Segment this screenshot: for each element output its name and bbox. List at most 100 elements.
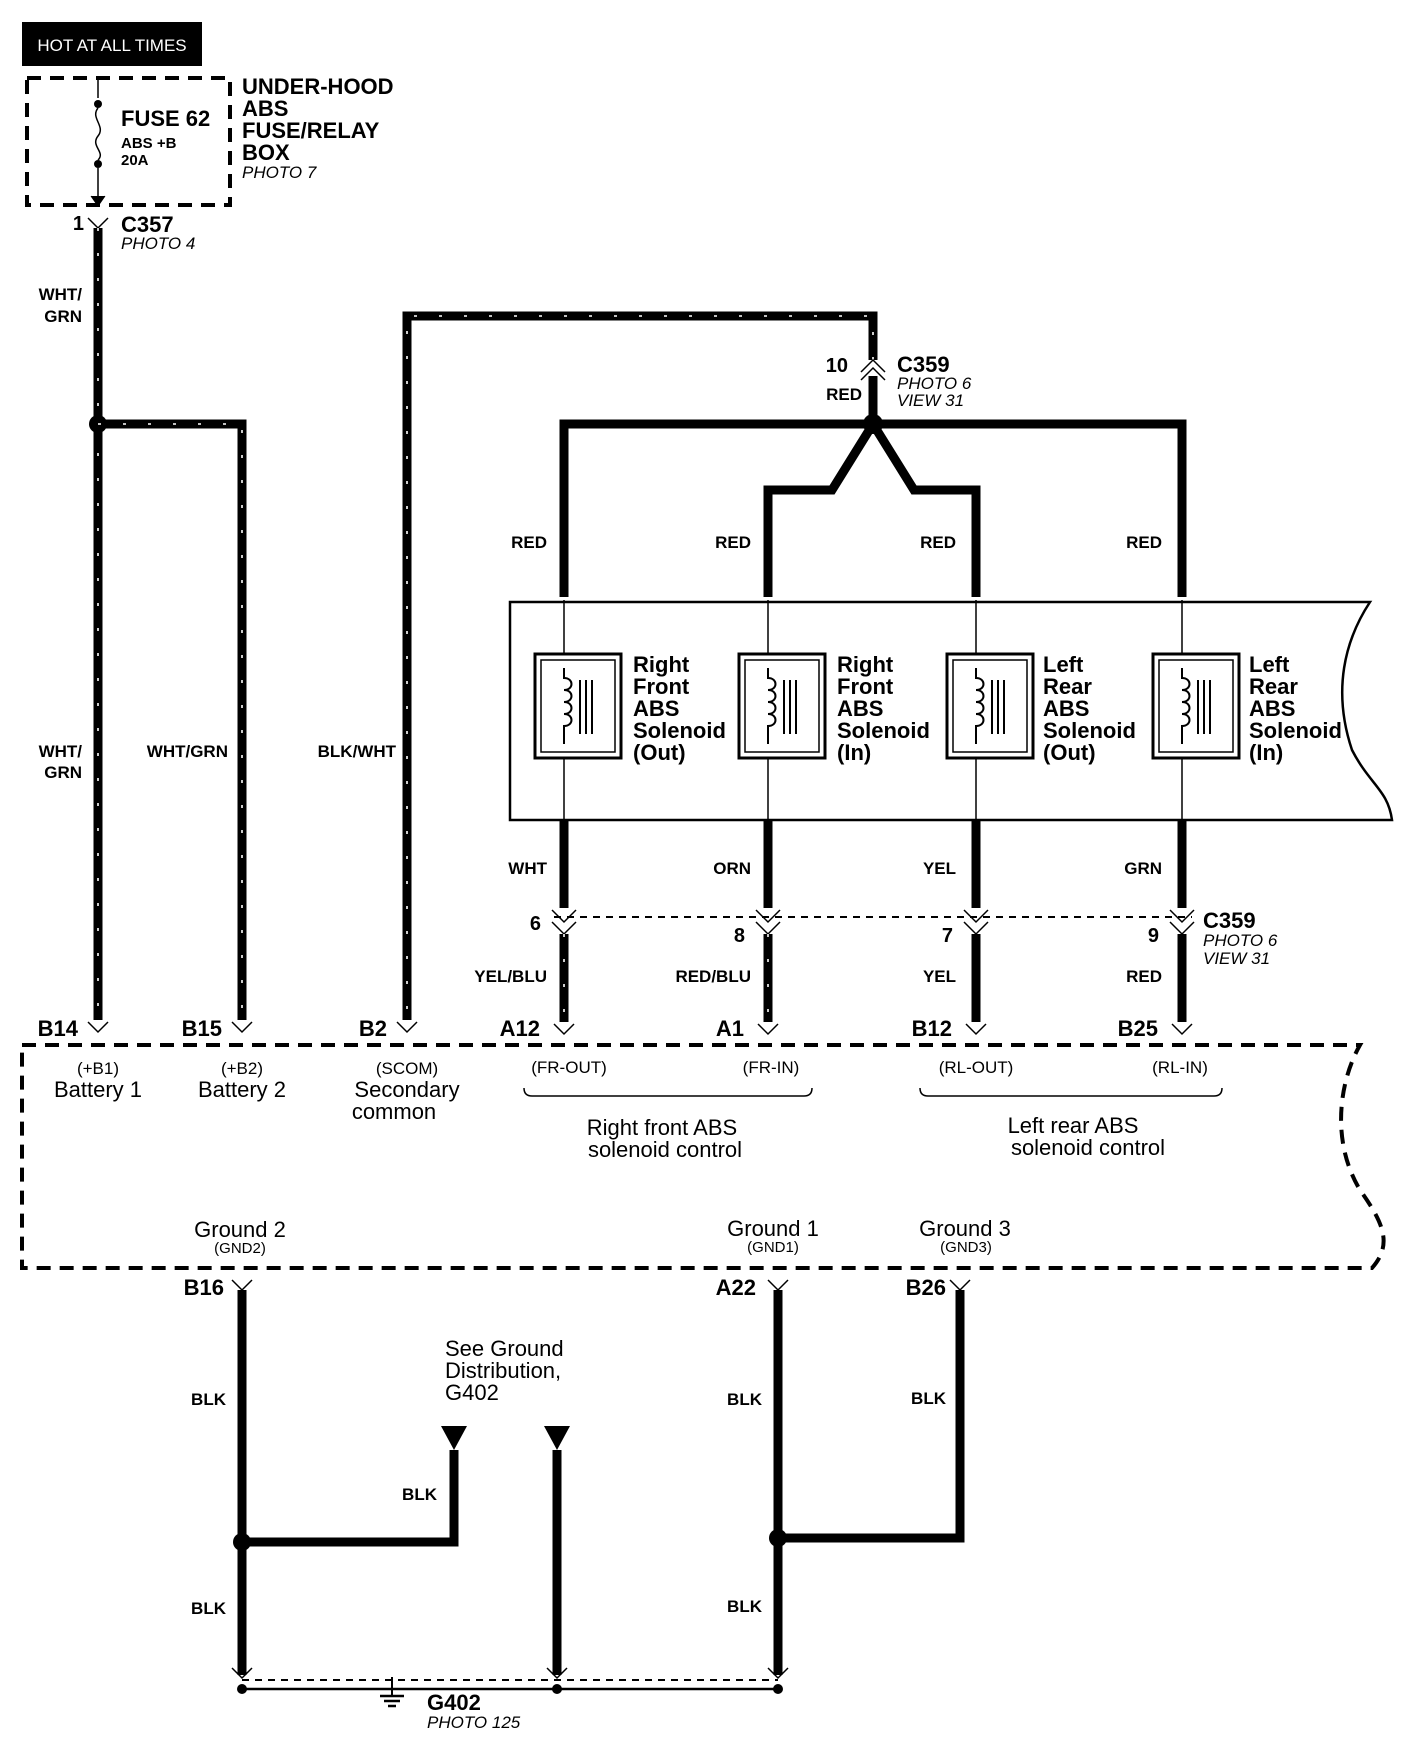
wire-label-yel: YEL — [923, 859, 956, 878]
wire-label-red-blu: RED/BLU — [675, 967, 751, 986]
wire-label-wht-grn-left-2: GRN — [44, 763, 82, 782]
solenoid-3-line-2: Rear — [1043, 674, 1092, 699]
solenoid-2-line-4: Solenoid — [837, 718, 930, 743]
red-distribution-wires — [559, 419, 1187, 597]
ground-1-code: (GND1) — [747, 1239, 799, 1256]
c359-top-photo: PHOTO 6 — [897, 374, 972, 393]
ground-2-code: (GND2) — [214, 1240, 266, 1257]
ecu-pin-a12: A12 — [500, 1016, 540, 1041]
solenoid-3-line-1: Left — [1043, 652, 1084, 677]
wire-label-yel-blu: YEL/BLU — [474, 967, 547, 986]
ground-3-code: (GND3) — [940, 1239, 992, 1256]
group-left-rear-line-1: Left rear ABS — [1008, 1113, 1139, 1138]
harness-wires-to-ecu — [559, 934, 1187, 1022]
solenoid-2-line-3: ABS — [837, 696, 883, 721]
wire-label-red-harness: RED — [1126, 967, 1162, 986]
c359-pin-8: 8 — [734, 925, 745, 947]
solenoid-3-line-4: Solenoid — [1043, 718, 1136, 743]
abs-control-unit-box — [20, 1043, 1386, 1270]
wire-label-blk-wht: BLK/WHT — [318, 742, 397, 761]
ground-arrow-icon — [441, 1426, 467, 1450]
solenoid-coil-icon — [1151, 652, 1241, 760]
ecu-code-rl-in: (RL-IN) — [1152, 1058, 1208, 1077]
ecu-name-battery-1: Battery 1 — [54, 1077, 142, 1102]
ground-wires — [237, 1290, 965, 1675]
ground-symbol-icon — [380, 1677, 404, 1708]
ecu-ground-pin-icons — [231, 1279, 971, 1292]
c359-mid-photo: PHOTO 6 — [1203, 931, 1278, 950]
solenoid-2-line-1: Right — [837, 652, 894, 677]
solenoid-label-4: Left Rear ABS Solenoid (In) — [1249, 652, 1342, 765]
fuse-box-title-line-3: FUSE/RELAY — [242, 118, 380, 143]
wire-label-red-4: RED — [1126, 533, 1162, 552]
ecu-top-pin-icons — [87, 1021, 1193, 1036]
solenoid-4-line-2: Rear — [1249, 674, 1298, 699]
c359-top-connector-icon — [860, 358, 886, 373]
solenoid-label-1: Right Front ABS Solenoid (Out) — [633, 652, 726, 765]
fuse-box-title-line-4: BOX — [242, 140, 290, 165]
wire-label-blk-4: BLK — [727, 1390, 763, 1409]
c359-mid-connector-icon — [551, 909, 1195, 936]
ground-3-name: Ground 3 — [919, 1216, 1011, 1241]
fuse-circuit: ABS +B — [121, 135, 177, 152]
solenoid-coil-icon — [533, 652, 623, 760]
ecu-pin-b25: B25 — [1118, 1016, 1158, 1041]
wire-label-wht-grn-top-2: GRN — [44, 307, 82, 326]
wire-label-blk-6: BLK — [911, 1389, 947, 1408]
ground-note-line-2: Distribution, — [445, 1358, 561, 1383]
group-right-front-line-2: solenoid control — [588, 1137, 742, 1162]
solenoid-output-wires — [559, 820, 1187, 908]
ecu-pin-b12: B12 — [912, 1016, 952, 1041]
ground-note-line-1: See Ground — [445, 1336, 564, 1361]
ecu-name-secondary: Secondary — [354, 1077, 459, 1102]
ground-1-name: Ground 1 — [727, 1216, 819, 1241]
ground-arrow-icon — [544, 1426, 570, 1450]
wire-label-grn: GRN — [1124, 859, 1162, 878]
solenoid-1-line-3: ABS — [633, 696, 679, 721]
ecu-pin-b14: B14 — [38, 1016, 79, 1041]
c359-top-pin: 10 — [826, 355, 848, 377]
ecu-code-scom: (SCOM) — [376, 1059, 438, 1078]
solenoid-4-line-4: Solenoid — [1249, 718, 1342, 743]
under-hood-fuse-relay-box — [25, 76, 232, 207]
hot-at-all-times-label: HOT AT ALL TIMES — [37, 36, 186, 55]
solenoid-label-2: Right Front ABS Solenoid (In) — [837, 652, 930, 765]
wire-label-wht-grn-b15: WHT/GRN — [147, 742, 228, 761]
fuse-rating: 20A — [121, 152, 149, 169]
fuse-name: FUSE 62 — [121, 106, 210, 131]
ground-2-name: Ground 2 — [194, 1217, 286, 1242]
wire-label-red-3: RED — [920, 533, 956, 552]
solenoid-coil-icon — [945, 652, 1035, 760]
ecu-code-fr-in: (FR-IN) — [743, 1058, 800, 1077]
wire-label-red-1: RED — [511, 533, 547, 552]
g402-ground-bus — [231, 1667, 789, 1694]
hot-at-all-times-box — [22, 22, 202, 66]
solenoid-1-line-1: Right — [633, 652, 690, 677]
ecu-name-common: common — [352, 1099, 436, 1124]
wire-label-wht: WHT — [508, 859, 547, 878]
c357-photo: PHOTO 4 — [121, 234, 195, 253]
wire-label-blk-2: BLK — [191, 1599, 227, 1618]
c359-pin-6: 6 — [530, 913, 541, 935]
ecu-code-rl-out: (RL-OUT) — [939, 1058, 1014, 1077]
wht-grn-b15-wire — [98, 419, 247, 1020]
g402-photo: PHOTO 125 — [427, 1713, 521, 1732]
wire-label-red-2: RED — [715, 533, 751, 552]
c357-pin: 1 — [73, 213, 84, 235]
wire-label-blk-5: BLK — [727, 1597, 763, 1616]
c359-mid-name: C359 — [1203, 908, 1256, 933]
ecu-pin-b26: B26 — [906, 1275, 946, 1300]
fuse-box-title-line-2: ABS — [242, 96, 288, 121]
ecu-pin-a22: A22 — [716, 1275, 756, 1300]
bracket-right-front — [523, 1087, 813, 1097]
solenoid-symbols — [533, 652, 1241, 760]
ecu-name-battery-2: Battery 2 — [198, 1077, 286, 1102]
c359-mid-view: VIEW 31 — [1203, 949, 1270, 968]
ecu-pin-b15: B15 — [182, 1016, 222, 1041]
fuse-62-icon — [90, 78, 106, 207]
c357-name: C357 — [121, 212, 174, 237]
wire-label-wht-grn-left-1: WHT/ — [39, 742, 83, 761]
wire-label-blk-3: BLK — [402, 1485, 438, 1504]
splice-point-ground-right — [769, 1529, 787, 1547]
